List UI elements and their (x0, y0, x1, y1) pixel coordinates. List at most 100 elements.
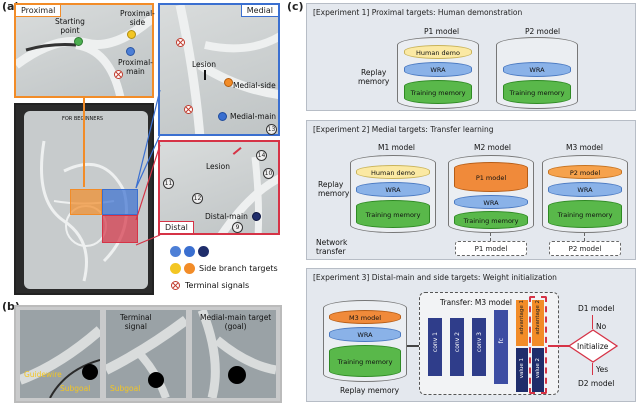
starting-point-dot (74, 37, 83, 46)
proximal-side-label: Proximal- side (120, 9, 155, 27)
exp1-p1-model-label: P1 model (424, 27, 460, 36)
exp3-d2-model-label: D2 model (578, 379, 615, 388)
legend-side-dot-yellow (170, 263, 181, 274)
panel-c-label: (c) (287, 0, 304, 13)
phantom-distal-box (102, 215, 138, 243)
exp3-replay-stack: M3 model WRA Training memory (329, 310, 401, 378)
exp2-m1-training-memory: Training memory (356, 200, 430, 228)
exp3-value2-text: value 2 (535, 358, 541, 379)
proximal-terminal-signal (114, 70, 123, 79)
exp3-yes-label: Yes (596, 365, 609, 374)
fluoro-1-vessels (20, 326, 100, 398)
exp2-replay-memory-label: Replay memory (318, 180, 350, 198)
legend-side-label: Side branch targets (199, 264, 278, 273)
exp3-conv3-text: conv 3 (475, 332, 483, 353)
exp2-m1-wra: WRA (356, 182, 430, 197)
exp3-conv2: conv 2 (450, 318, 464, 376)
exp3-m3-model: M3 model (329, 310, 401, 324)
exp3-initialize-label: Initialize (577, 342, 609, 351)
exp3-advantage1-text: advantage 1 (519, 300, 525, 335)
exp1-p1-stack: Human demo WRA Training memory (404, 45, 472, 105)
medial-main-target-label: Medial-main target (goal) (200, 313, 272, 331)
medial-tag: Medial (240, 5, 278, 17)
medial-main-label: Medial-main (230, 112, 277, 121)
legend-terminal-label: Terminal signals (185, 281, 250, 290)
medial-side-dot (224, 78, 233, 87)
exp2-m3-stack: P2 model WRA Training memory (548, 165, 622, 229)
exp3-no-arrow (592, 315, 594, 329)
fluoro-frame-2 (106, 310, 186, 398)
phantom-medial-box (102, 189, 138, 215)
exp1-p1-wra: WRA (404, 62, 472, 77)
legend-main-dot-light (170, 246, 181, 257)
medial-main-dot (218, 112, 227, 121)
exp2-m2-stack: P1 model WRA Training memory (454, 162, 528, 229)
exp1-replay-memory-label: Replay memory (358, 68, 390, 86)
exp3-value1-text: value 1 (519, 358, 525, 379)
exp3-training-memory: Training memory (329, 345, 401, 377)
exp2-m3-wra: WRA (548, 182, 622, 197)
medial-terminal-signal-1 (176, 38, 185, 47)
exp3-transfer-label: Transfer: M3 model (440, 298, 512, 307)
proximal-side-dot (127, 30, 136, 39)
distal-connector (135, 144, 161, 246)
exp3-yes-arrow (592, 363, 594, 375)
exp3-conv1: conv 1 (428, 318, 442, 376)
medial-connector (135, 90, 161, 189)
exp3-initialize-diamond (568, 329, 618, 363)
proximal-main-dot (126, 47, 135, 56)
exp3-wra: WRA (329, 327, 401, 342)
exp3-value2: value 2 (532, 348, 544, 392)
exp1-p2-stack: WRA Training memory (503, 62, 571, 105)
exp3-conv2-text: conv 2 (453, 332, 461, 353)
legend-terminal-icon (171, 281, 180, 290)
phantom-text: FOR BEGINNERS (62, 116, 104, 122)
exp3-conv3: conv 3 (472, 318, 486, 376)
distal-marker-9: 9 (232, 222, 243, 233)
terminal-signal-label: Terminal signal (120, 313, 152, 331)
exp2-m2-wra: WRA (454, 195, 528, 209)
subgoal-label-2: Subgoal (110, 384, 141, 393)
exp1-p2-wra: WRA (503, 62, 571, 77)
medial-side-label: Medial-side (233, 81, 276, 90)
legend-main-dot-mid (184, 246, 195, 257)
phantom-proximal-box (70, 189, 102, 215)
proximal-connector (83, 98, 85, 187)
exp1-p1-training-memory: Training memory (404, 80, 472, 104)
distal-tag: Distal (160, 221, 194, 233)
exp2-m2-model-label: M2 model (474, 143, 511, 152)
exp2-network-transfer-label: Network transfer (316, 238, 348, 256)
exp2-m1-stack: Human demo WRA Training memory (356, 165, 430, 229)
experiment-3-title: [Experiment 3] Distal-main and side targ… (313, 273, 557, 282)
exp3-replay-memory-label: Replay memory (340, 386, 400, 395)
exp2-m1-human-demo: Human demo (356, 165, 430, 179)
distal-main-label: Distal-main (205, 212, 248, 221)
proximal-tag: Proximal (16, 5, 62, 17)
medial-marker-13: 13 (266, 124, 277, 135)
exp3-value1: value 1 (516, 348, 528, 392)
starting-point-label: Starting point (55, 17, 85, 35)
fluoro-frame-1 (20, 310, 100, 398)
exp2-m3-model-label: M3 model (566, 143, 603, 152)
phantom-photo: FOR BEGINNERS (14, 103, 154, 295)
exp3-advantage2-text: advantage 2 (535, 300, 541, 335)
exp2-m1-model-label: M1 model (378, 143, 415, 152)
distal-marker-11: 11 (163, 178, 174, 189)
exp3-fc-text: fc (497, 338, 505, 344)
fluoro-3-vessels (197, 310, 276, 398)
medial-lesion-label: Lesion (192, 60, 216, 69)
exp3-advantage1: advantage 1 (516, 300, 528, 346)
distal-marker-14: 14 (256, 150, 267, 161)
fluoro-frame-3 (192, 310, 276, 398)
exp2-m2-training-memory: Training memory (454, 211, 528, 229)
exp2-m2-transfer-line (490, 233, 491, 241)
exp2-p2-transfer-box: P2 model (549, 241, 621, 256)
exp3-arrow-line (407, 345, 419, 347)
exp2-m3-transfer-line (584, 233, 585, 241)
proximal-main-label: Proximal- main (118, 58, 153, 76)
exp2-m3-training-memory: Training memory (548, 200, 622, 228)
exp1-p1-human-demo: Human demo (404, 45, 472, 59)
exp3-conv1-text: conv 1 (431, 332, 439, 353)
distal-vessels (217, 156, 278, 233)
distal-marker-12: 12 (192, 193, 203, 204)
